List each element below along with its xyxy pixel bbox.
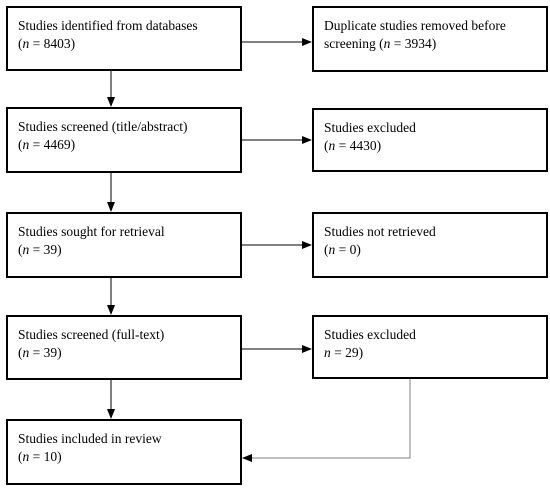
box-not-retrieved: Studies not retrieved (n = 0)	[312, 212, 548, 278]
box-studies-identified: Studies identified from databases (n = 8…	[6, 6, 242, 71]
box-excluded-full-text: Studies excluded n = 29)	[312, 315, 548, 379]
arrow-excluded-to-included	[242, 379, 411, 462]
box-title: Studies excluded	[324, 120, 416, 135]
box-excluded-title-abstract: Studies excluded (n = 4430)	[312, 108, 548, 172]
box-count: (n = 4430)	[324, 138, 382, 153]
box-sought-for-retrieval: Studies sought for retrieval (n = 39)	[6, 212, 242, 278]
box-title: Studies included in review	[18, 431, 162, 446]
box-screened-full-text: Studies screened (full-text) (n = 39)	[6, 315, 242, 380]
box-count: (n = 39)	[18, 345, 62, 360]
box-count: (n = 39)	[18, 242, 62, 257]
box-title: Studies not retrieved	[324, 224, 436, 239]
box-duplicates-removed: Duplicate studies removed before screeni…	[312, 6, 548, 72]
box-title: Studies sought for retrieval	[18, 224, 165, 239]
box-count: (n = 10)	[18, 449, 62, 464]
box-screened-title-abstract: Studies screened (title/abstract) (n = 4…	[6, 107, 242, 173]
box-count: (n = 4469)	[18, 137, 76, 152]
box-title: Studies screened (full-text)	[18, 327, 165, 342]
box-title: Duplicate studies removed before	[324, 18, 506, 33]
box-count: (n = 0)	[324, 242, 361, 257]
box-title: Studies identified from databases	[18, 18, 198, 33]
box-count: screening (n = 3934)	[324, 36, 437, 51]
box-title: Studies excluded	[324, 327, 416, 342]
box-included-in-review: Studies included in review (n = 10)	[6, 419, 242, 485]
box-title: Studies screened (title/abstract)	[18, 119, 188, 134]
box-count: (n = 8403)	[18, 36, 76, 51]
box-count: n = 29)	[324, 345, 364, 360]
